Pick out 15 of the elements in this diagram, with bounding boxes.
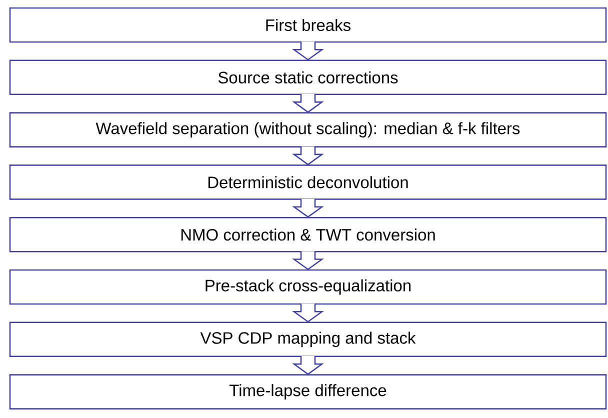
process-box: Pre-stack cross-equalization bbox=[9, 269, 607, 305]
block-arrow bbox=[292, 93, 324, 113]
block-arrow bbox=[292, 198, 324, 218]
process-box: Time-lapse difference bbox=[9, 374, 607, 410]
process-box: Wavefield separation (without scaling): median & f-k filters bbox=[9, 112, 607, 148]
process-box: First breaks bbox=[9, 7, 607, 43]
process-box: Source static corrections bbox=[9, 60, 607, 96]
process-box: NMO correction & TWT conversion bbox=[9, 216, 607, 252]
block-arrow bbox=[292, 303, 324, 323]
block-arrow bbox=[292, 41, 324, 61]
block-arrow bbox=[292, 355, 324, 375]
process-box: Deterministic deconvolution bbox=[9, 164, 607, 200]
block-arrow bbox=[292, 146, 324, 166]
block-arrow bbox=[292, 250, 324, 270]
process-box: VSP CDP mapping and stack bbox=[9, 322, 607, 358]
